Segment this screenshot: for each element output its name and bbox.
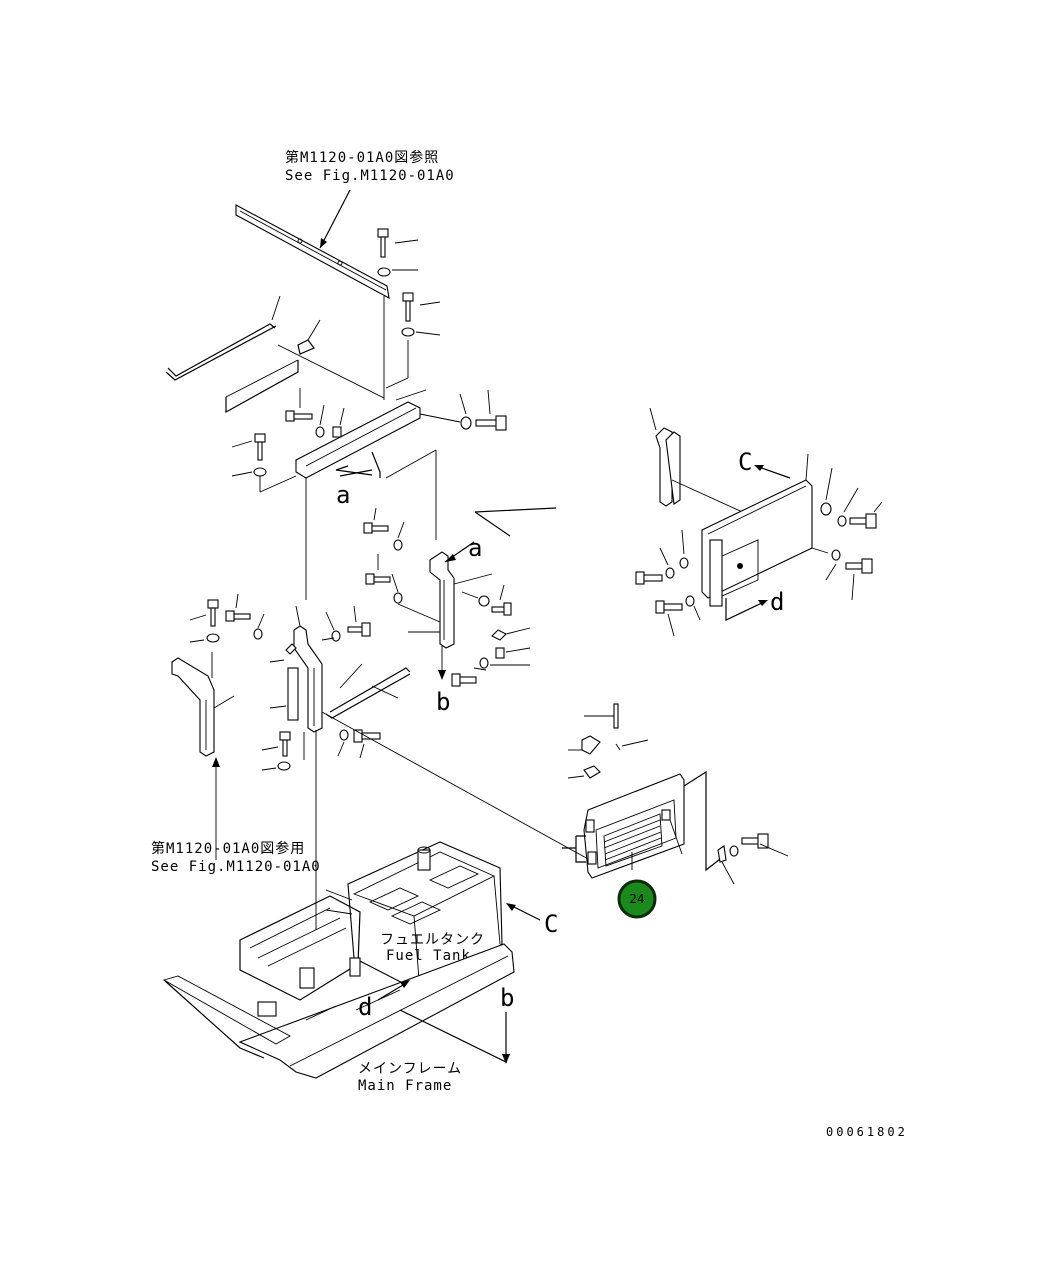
bolt-center-2 xyxy=(347,605,371,637)
fuel-tank-label-en: Fuel Tank xyxy=(386,948,471,964)
rod-left xyxy=(165,295,385,399)
fuel-tank xyxy=(325,841,503,993)
left-reference-en: See Fig.M1120-01A0 xyxy=(151,859,321,875)
top-rail xyxy=(235,204,390,300)
left-cover-washer-3 xyxy=(685,595,701,621)
bolt-left-2 xyxy=(225,593,251,622)
washer-center-2 xyxy=(325,611,341,642)
marker-c-lower: C xyxy=(544,910,558,938)
drawing-number: 00061802 xyxy=(826,1125,908,1139)
fuel-tank-label-jp: フュエルタンク xyxy=(380,932,485,948)
washer-bracket-1 xyxy=(315,404,325,438)
right-washer-3 xyxy=(825,549,841,581)
washer-top-2 xyxy=(401,327,441,337)
upper-bracket xyxy=(225,359,427,479)
center-pillar xyxy=(285,625,323,733)
right-washer-1 xyxy=(820,467,833,516)
bolt-mid-4 xyxy=(451,673,477,687)
bolt-center-3 xyxy=(353,729,381,759)
top-reference-jp: 第M1120-01A0図参照 xyxy=(285,149,439,166)
marker-b-lower: b xyxy=(500,984,514,1012)
tool-box-latch xyxy=(683,770,735,885)
bolt-left-1 xyxy=(189,599,219,627)
nut-mid xyxy=(461,591,490,607)
main-frame-label-en: Main Frame xyxy=(358,1078,452,1094)
bolt-mid-1 xyxy=(363,507,389,534)
washer-top-1 xyxy=(377,267,418,277)
washer-bracket-2 xyxy=(231,467,267,477)
washer-bracket-3 xyxy=(459,393,472,430)
washer-mid-3 xyxy=(479,657,530,669)
marker-c-upper: C xyxy=(738,448,752,476)
pin-mid xyxy=(495,647,531,659)
tool-box-bolt xyxy=(741,833,789,857)
main-frame-label-jp: メインフレーム xyxy=(358,1061,462,1077)
bolt-bracket-2 xyxy=(231,433,266,461)
left-cover-washer-2 xyxy=(659,547,675,579)
marker-d-lower: d xyxy=(358,993,372,1021)
right-washer-2 xyxy=(837,487,859,527)
marker-b-upper: b xyxy=(436,688,450,716)
right-bolt-2 xyxy=(845,558,873,601)
washer-left-2 xyxy=(253,613,265,640)
bolt-top-1 xyxy=(377,228,419,258)
left-cover-washer-1 xyxy=(679,529,689,569)
bolt-bracket-3 xyxy=(475,389,507,431)
washer-left-1 xyxy=(189,633,220,643)
right-cover-panel xyxy=(701,479,813,607)
washer-mid-1 xyxy=(393,521,405,551)
left-cover-bolt-2 xyxy=(655,600,683,637)
washer-mid-2 xyxy=(391,573,403,604)
middle-bracket xyxy=(429,551,455,649)
callout-circle xyxy=(617,879,657,919)
bolt-mid-2 xyxy=(365,554,391,585)
top-reference-en: See Fig.M1120-01A0 xyxy=(285,168,455,184)
marker-d-upper: d xyxy=(770,588,784,616)
bolt-top-2 xyxy=(402,292,441,322)
callout-number: 24 xyxy=(629,892,644,906)
tool-box-parts xyxy=(567,703,649,779)
tool-box xyxy=(562,773,685,879)
bolt-center-1 xyxy=(261,731,291,757)
left-bracket xyxy=(171,657,215,757)
left-reference-jp: 第M1120-01A0図参用 xyxy=(151,840,305,857)
clip-bracket xyxy=(332,407,345,438)
marker-a-upper: a xyxy=(336,481,350,509)
bolt-mid-3 xyxy=(491,584,512,616)
rod-middle xyxy=(325,663,411,719)
tool-box-washer xyxy=(729,845,739,857)
left-cover-bolt-1 xyxy=(635,571,663,585)
main-frame xyxy=(162,895,515,1079)
marker-a-middle: a xyxy=(468,534,482,562)
right-bolt-1 xyxy=(849,501,883,529)
bolt-bracket-1 xyxy=(285,388,313,422)
cap-mid xyxy=(491,627,531,641)
washer-center-1 xyxy=(261,761,291,771)
callout-24[interactable]: 24 xyxy=(617,879,657,919)
support-arm xyxy=(649,407,681,507)
washer-center-3 xyxy=(337,729,349,757)
